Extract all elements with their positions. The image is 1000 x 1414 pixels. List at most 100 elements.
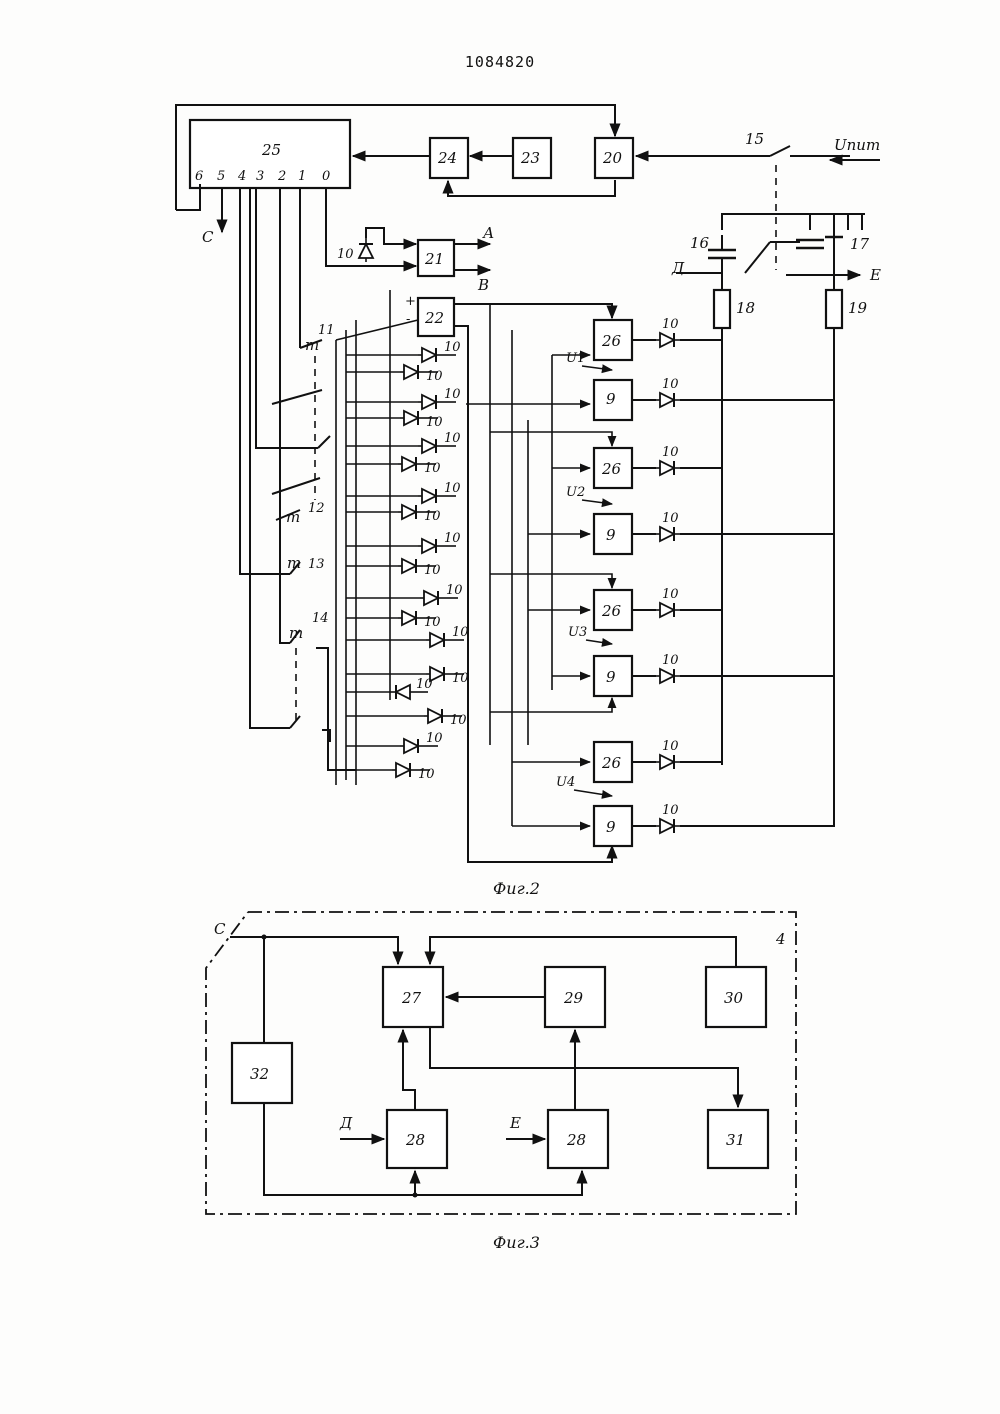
element-17-label: 17 bbox=[850, 235, 870, 253]
resistor-18 bbox=[714, 290, 730, 328]
matrix-diode bbox=[400, 365, 424, 379]
fig2-caption: Фиг.2 bbox=[493, 879, 540, 898]
element-19-label: 19 bbox=[848, 299, 868, 317]
block-26-b-label: 26 bbox=[601, 460, 622, 478]
fig3-input-c: С bbox=[214, 920, 226, 938]
matrix-diode bbox=[398, 457, 422, 471]
voltage-u2: U2 bbox=[566, 485, 585, 500]
matrix-diode-label: 10 bbox=[452, 625, 469, 640]
block-26-c-label: 26 bbox=[601, 602, 622, 620]
matrix-diode bbox=[398, 505, 422, 519]
figure-3: 4 С 27 29 30 32 28 28 31 Д bbox=[206, 912, 796, 1252]
block-30-label: 30 bbox=[724, 989, 744, 1007]
block-27-label: 27 bbox=[401, 989, 422, 1007]
key-11-label: 11 bbox=[318, 323, 335, 338]
pin-6: 6 bbox=[195, 169, 203, 184]
matrix-diode bbox=[400, 411, 424, 425]
voltage-u1: U1 bbox=[566, 351, 585, 366]
matrix-diode-label: 10 bbox=[444, 531, 461, 546]
voltage-u4: U4 bbox=[556, 775, 575, 790]
pin-5: 5 bbox=[217, 169, 225, 184]
od-label-7: 10 bbox=[662, 739, 679, 754]
svg-text:т: т bbox=[286, 508, 300, 526]
key-13: т 13 bbox=[287, 554, 325, 574]
key-12-label: 12 bbox=[308, 501, 325, 516]
matrix-diode bbox=[418, 395, 442, 409]
matrix-diode bbox=[426, 633, 450, 647]
key-11: т 11 bbox=[300, 323, 335, 354]
matrix-diode bbox=[400, 739, 424, 753]
output-diodes: 10 10 10 10 10 10 10 10 bbox=[632, 317, 834, 833]
matrix-diode-label: 10 bbox=[444, 340, 461, 355]
matrix-diode bbox=[398, 559, 422, 573]
matrix-diode bbox=[418, 539, 442, 553]
pin-1: 1 bbox=[298, 169, 306, 184]
matrix-diode-label: 10 bbox=[426, 415, 443, 430]
diode-10-top-label: 10 bbox=[337, 247, 354, 262]
od-label-8: 10 bbox=[662, 803, 679, 818]
block-31-label: 31 bbox=[726, 1131, 745, 1149]
fig3-input-d: Д bbox=[339, 1114, 353, 1132]
supply-label: Uпит bbox=[834, 136, 880, 154]
block-20-label: 20 bbox=[602, 149, 623, 167]
figure-2: 25 6 5 4 3 2 1 0 24 23 20 1 bbox=[176, 105, 881, 898]
signal-c-fig2: С bbox=[202, 228, 214, 246]
matrix-diode bbox=[418, 348, 442, 362]
block-26-d-label: 26 bbox=[601, 754, 622, 772]
block-32-label: 32 bbox=[250, 1065, 269, 1083]
matrix-diode-label: 10 bbox=[452, 671, 469, 686]
matrix-diode-label: 10 bbox=[444, 431, 461, 446]
block-21-label: 21 bbox=[424, 250, 444, 268]
matrix-diode-label: 10 bbox=[446, 583, 463, 598]
pin-4: 4 bbox=[237, 169, 246, 184]
frame-label-4: 4 bbox=[775, 930, 786, 948]
plus-sign: + bbox=[405, 294, 416, 309]
output-blocks: 26 9 26 9 26 9 26 9 bbox=[594, 320, 632, 846]
svg-text:т: т bbox=[305, 336, 319, 354]
matrix-diode-label: 10 bbox=[426, 369, 443, 384]
matrix-diode-label: 10 bbox=[444, 481, 461, 496]
block-9-b-label: 9 bbox=[606, 526, 616, 544]
fig3-caption: Фиг.3 bbox=[493, 1233, 540, 1252]
signal-b: В bbox=[477, 276, 489, 294]
resistor-19 bbox=[826, 290, 842, 328]
pin-3: 3 bbox=[256, 169, 264, 184]
matrix-diode-label: 10 bbox=[424, 615, 441, 630]
key-13-label: 13 bbox=[308, 557, 325, 572]
signal-e-fig2: Е bbox=[869, 266, 881, 284]
fig3-input-e: Е bbox=[509, 1114, 521, 1132]
matrix-diode bbox=[398, 611, 422, 625]
od-label-5: 10 bbox=[662, 587, 679, 602]
matrix-diode bbox=[392, 763, 416, 777]
switch-15-label: 15 bbox=[745, 130, 764, 148]
matrix-diode-label: 10 bbox=[416, 677, 433, 692]
block-22-label: 22 bbox=[424, 309, 444, 327]
block-26-a-label: 26 bbox=[601, 332, 622, 350]
matrix-diode bbox=[418, 489, 442, 503]
block-9-d-label: 9 bbox=[606, 818, 616, 836]
key-14: т 14 bbox=[289, 611, 329, 643]
svg-text:т: т bbox=[287, 554, 301, 572]
key-14-label: 14 bbox=[312, 611, 329, 626]
signal-a: А bbox=[482, 224, 494, 242]
od-label-1: 10 bbox=[662, 317, 679, 332]
diode-matrix: 101010101010101010101010101010101010 bbox=[346, 340, 469, 782]
od-label-4: 10 bbox=[662, 511, 679, 526]
matrix-diode-label: 10 bbox=[424, 563, 441, 578]
minus-sign: - bbox=[406, 312, 410, 327]
svg-text:т: т bbox=[289, 624, 303, 642]
od-label-2: 10 bbox=[662, 377, 679, 392]
matrix-diode-label: 10 bbox=[424, 509, 441, 524]
matrix-diode-label: 10 bbox=[424, 461, 441, 476]
matrix-diode-label: 10 bbox=[418, 767, 435, 782]
matrix-diode bbox=[418, 439, 442, 453]
matrix-diode bbox=[390, 685, 414, 699]
signal-d-fig2: Д bbox=[671, 259, 685, 277]
voltage-u3: U3 bbox=[568, 625, 587, 640]
block-9-a-label: 9 bbox=[606, 390, 616, 408]
element-18-label: 18 bbox=[736, 299, 755, 317]
element-16-label: 16 bbox=[690, 234, 710, 252]
block-29-label: 29 bbox=[563, 989, 584, 1007]
